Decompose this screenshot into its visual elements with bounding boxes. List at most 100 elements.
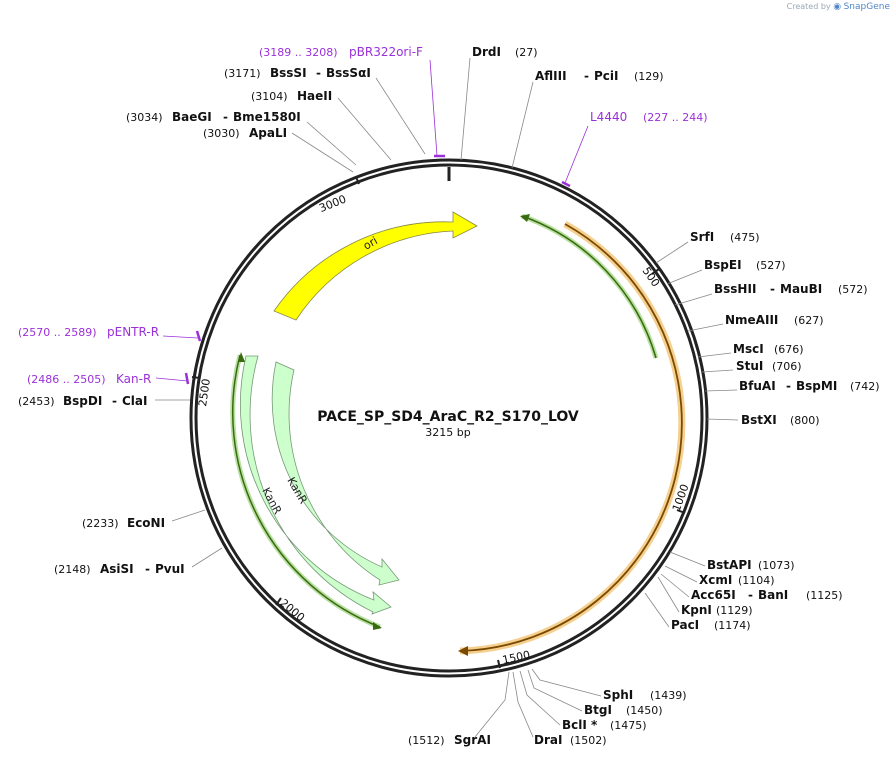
site-drdi[interactable]: DrdI (27) xyxy=(460,45,538,161)
site-drai[interactable]: DraI (1502) xyxy=(512,671,607,747)
site-bspdi[interactable]: (2453) BspDI - ClaI xyxy=(18,394,190,408)
site-leader xyxy=(697,352,732,358)
primer-l4440[interactable]: L4440 (227 .. 244) xyxy=(561,110,708,188)
primer-range: (2570 .. 2589) xyxy=(18,326,97,339)
backbone-inner-ring xyxy=(194,163,704,673)
site-leader xyxy=(644,592,670,628)
site-name: BfuAI xyxy=(739,379,776,393)
site-dash: - xyxy=(223,110,228,124)
primer-name: Kan-R xyxy=(116,372,151,386)
site-leader xyxy=(664,565,698,583)
primer-pentr-r[interactable]: (2570 .. 2589) pENTR-R xyxy=(18,325,202,342)
site-position: (27) xyxy=(515,46,538,59)
tick-mark-500 xyxy=(651,268,660,275)
tick-label-2000: 2000 xyxy=(277,596,307,624)
site-alt-name: ClaI xyxy=(122,394,147,408)
site-dash: - xyxy=(145,562,150,576)
site-position: (676) xyxy=(774,343,804,356)
site-bfuai[interactable]: BfuAI - BspMI (742) xyxy=(704,379,880,393)
site-leader xyxy=(657,576,680,613)
site-sphi[interactable]: SphI (1439) xyxy=(531,668,687,702)
green-right-feature[interactable] xyxy=(521,215,657,359)
site-nmeaiii[interactable]: NmeAIII (627) xyxy=(687,313,824,332)
site-leader xyxy=(701,369,734,373)
site-leader xyxy=(669,551,706,567)
site-bsssi[interactable]: (3171) BssSI - BssSαI xyxy=(224,66,426,155)
site-dash: - xyxy=(112,394,117,408)
primer-pbr322ori-f[interactable]: (3189 .. 3208) pBR322ori-F xyxy=(259,45,445,158)
primer-leader xyxy=(162,335,199,339)
site-position: (3030) xyxy=(203,127,240,140)
site-msci[interactable]: MscI (676) xyxy=(697,342,804,358)
kanr-inner-feature-label: KanR xyxy=(284,475,310,506)
site-name: BclI * xyxy=(562,718,598,732)
site-leader xyxy=(666,269,703,285)
primer-leader xyxy=(155,377,189,382)
site-name: PacI xyxy=(671,618,699,632)
ori-feature-arrow[interactable] xyxy=(273,211,478,321)
primer-marker xyxy=(195,330,202,342)
primer-range: (2486 .. 2505) xyxy=(27,373,106,386)
site-position: (572) xyxy=(838,283,868,296)
site-leader xyxy=(527,669,583,712)
site-bcli[interactable]: BclI * (1475) xyxy=(519,670,647,732)
site-leader xyxy=(704,389,738,392)
site-paci[interactable]: PacI (1174) xyxy=(644,592,751,632)
site-name: SrfI xyxy=(690,230,714,244)
site-name: AflIII xyxy=(535,69,567,83)
primer-kan-r[interactable]: (2486 .. 2505) Kan-R xyxy=(27,372,190,386)
primer-name: pBR322ori-F xyxy=(349,45,423,59)
site-name: MscI xyxy=(733,342,764,356)
site-name: BssHII xyxy=(714,282,756,296)
tick-label-3000: 3000 xyxy=(317,192,348,215)
plasmid-length: 3215 bp xyxy=(425,426,470,439)
kanr-outer-feature-arrow[interactable] xyxy=(239,355,392,615)
site-name: BstAPI xyxy=(707,558,752,572)
site-xcmi[interactable]: XcmI (1104) xyxy=(664,565,775,587)
site-position: (527) xyxy=(756,259,786,272)
tick-mark-1500 xyxy=(497,659,501,669)
site-bstxi[interactable]: BstXI (800) xyxy=(706,413,820,427)
kanr-inner-feature-arrow[interactable] xyxy=(271,361,400,586)
primer-marker xyxy=(184,372,190,385)
site-leader xyxy=(674,293,713,306)
site-position: (1512) xyxy=(408,734,445,747)
site-name: BspEI xyxy=(704,258,742,272)
site-position: (1439) xyxy=(650,689,687,702)
site-kpni[interactable]: KpnI (1129) xyxy=(657,576,753,617)
site-alt-name: BanI xyxy=(758,588,788,602)
backbone-outer-ring xyxy=(189,158,709,678)
site-srfi[interactable]: SrfI (475) xyxy=(655,230,760,264)
site-afliii[interactable]: AflIII - PciI (129) xyxy=(511,69,664,169)
site-leader xyxy=(655,241,689,264)
site-baegi[interactable]: (3034) BaeGI - Bme1580I xyxy=(126,110,357,166)
primer-leader xyxy=(564,125,589,184)
snapgene-logo-icon: ◉ xyxy=(833,2,842,12)
site-btgi[interactable]: BtgI (1450) xyxy=(527,669,663,717)
site-bspei[interactable]: BspEI (527) xyxy=(666,258,786,285)
site-haeii[interactable]: (3104) HaeII xyxy=(251,89,392,161)
site-bsshii[interactable]: BssHII - MauBI (572) xyxy=(674,282,868,306)
site-alt-name: PvuI xyxy=(155,562,185,576)
site-asisi[interactable]: (2148) AsiSI - PvuI xyxy=(54,547,223,576)
site-bstapi[interactable]: BstAPI (1073) xyxy=(669,551,795,572)
site-dash: - xyxy=(584,69,589,83)
site-dash: - xyxy=(786,379,791,393)
site-position: (1174) xyxy=(714,619,751,632)
site-alt-name: BspMI xyxy=(796,379,837,393)
site-sgrai[interactable]: (1512) SgrAI xyxy=(408,671,510,747)
green-left-feature[interactable] xyxy=(232,354,381,628)
site-econi[interactable]: (2233) EcoNI xyxy=(82,509,206,530)
site-leader xyxy=(375,77,426,155)
site-name: ApaLI xyxy=(249,126,287,140)
site-position: (3034) xyxy=(126,111,163,124)
site-name: NmeAIII xyxy=(725,313,778,327)
site-stui[interactable]: StuI (706) xyxy=(701,359,802,373)
site-acc65i[interactable]: Acc65I - BanI (1125) xyxy=(660,573,843,602)
site-name: KpnI xyxy=(681,603,712,617)
orange-feature[interactable] xyxy=(459,223,683,652)
site-apali[interactable]: (3030) ApaLI xyxy=(203,126,354,173)
green-left-feature-head xyxy=(373,622,382,630)
site-position: (3171) xyxy=(224,67,261,80)
